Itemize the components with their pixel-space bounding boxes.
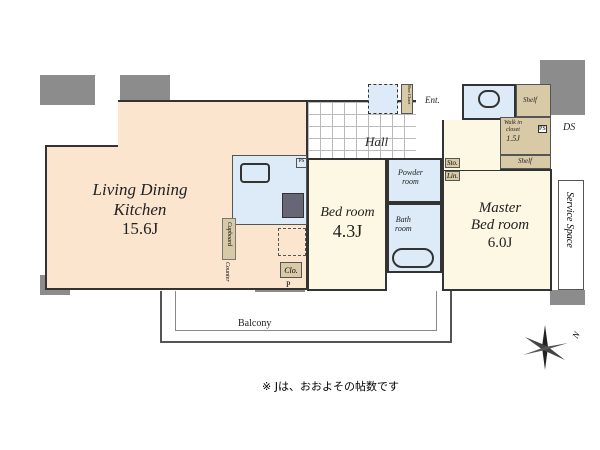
room-ldk-left [45,145,120,290]
closet: Clo. [280,262,302,278]
bath-line1: Bath [395,215,411,224]
stove-icon [282,193,304,218]
shelf-top [516,84,551,117]
wic-line2: closet [505,126,520,133]
master-name-line1: Master [478,200,522,216]
wic-size: 1.5J [506,133,520,143]
bedroom-size: 4.3J [332,221,363,242]
ldk-name-line2: Kitchen [113,199,167,219]
hall-label: Hall [365,134,389,149]
hall [308,100,416,158]
bath-line2: room [395,224,412,234]
fridge-space [278,228,306,256]
powder-room [387,158,442,203]
ds-label: DS [563,122,576,133]
service-space-label: Service Space [564,192,575,248]
ldk-size: 15.6J [121,219,159,239]
powder-line1: Powder [398,168,423,177]
wall-pillar [40,75,95,105]
ps-wic: PS [538,125,547,133]
linen-label: Lin. [445,171,461,181]
cupboard [222,218,236,260]
storage-label: Sto. [445,158,460,168]
bathtub-icon [392,248,434,268]
bedroom-label: Bed room 4.3J [310,205,385,242]
room-master-bedroom [442,169,552,291]
balcony-inner [175,291,437,331]
shelf-bottom [500,155,551,169]
master-name-line2: Bed room [470,217,530,234]
ldk-name-line1: Living Dining [92,180,188,199]
pipe-label: P [286,280,291,289]
balcony-label: Balcony [238,318,272,329]
shelf-bottom-label: Shelf [518,157,532,165]
entrance-label: Ent. [425,95,440,105]
balcony [160,291,452,343]
master-label: Master Bed room 6.0J [450,200,550,252]
shelf-top-label: Shelf [523,96,537,104]
compass-icon [523,325,568,370]
wall-pillar [550,290,585,305]
ps-kitchen: PS [296,158,307,168]
shoe-closet-area [368,84,398,114]
wic-line1: Walk in [504,120,522,126]
service-space [558,180,584,290]
room-bedroom [307,158,387,291]
walk-in-closet [500,117,551,155]
sink-icon [240,163,270,183]
bedroom-name: Bed room [320,205,375,220]
toilet-icon [478,90,500,108]
shoe-closet: Shoe Closet [401,84,413,114]
master-size: 6.0J [487,234,513,251]
counter-label: Counter [224,262,230,282]
cupboard-label: Cupboard [226,222,232,247]
note-text: ※ Jは、おおよその帖数です [262,380,399,393]
ldk-label: Living Dining Kitchen 15.6J [80,180,200,239]
powder-line2: room [402,177,419,187]
